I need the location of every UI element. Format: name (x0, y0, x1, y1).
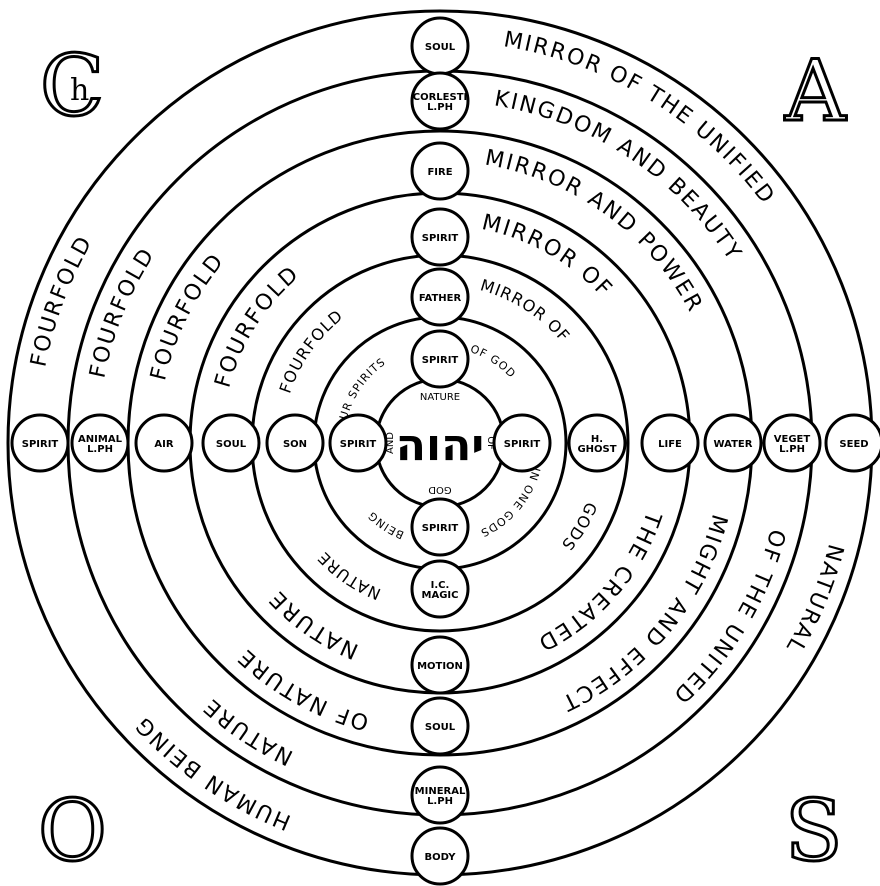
bead-label: SPIRIT (422, 523, 459, 534)
bead-label: MOTION (417, 661, 463, 672)
bead-label: L.PH (427, 796, 453, 807)
arc-label: FOURFOLD (26, 231, 98, 369)
corner-letter-a: A (784, 42, 847, 140)
arc-label: BEING (365, 509, 406, 542)
arc-label: GODS (557, 500, 600, 555)
arc-labels-lower-right: NATURAL OF THE UNITED MIGHT AND EFFECT T… (478, 466, 848, 716)
bead-label: SOUL (425, 42, 456, 53)
arc-label: NATURE (198, 692, 297, 769)
bead-label: MAGIC (422, 590, 459, 601)
center-bottom-label: GOD (428, 484, 452, 495)
bead-label: BODY (425, 852, 457, 863)
arc-label: FOURFOLD (85, 243, 160, 380)
corner-letter-s: S (785, 782, 843, 880)
arc-label: FOURFOLD (276, 306, 347, 396)
bead-label: LIFE (658, 439, 682, 450)
bead-label: FIRE (427, 167, 452, 178)
arc-label: OF GOD (469, 342, 519, 381)
arc-labels-upper-left: FOURFOLD FOURFOLD FOURFOLD FOURFOLD FOUR… (26, 231, 388, 437)
bead-label: SPIRIT (340, 439, 377, 450)
arc-label: NATURAL (780, 541, 848, 658)
bead-label: GHOST (577, 444, 616, 455)
bead-label: WATER (714, 439, 753, 450)
arc-labels-lower-left: HUMAN BEING NATURE OF NATURE NATURE NATU… (130, 509, 406, 835)
corner-letter-o: O (38, 782, 107, 880)
bead-label: SPIRIT (22, 439, 59, 450)
bead-label: SPIRIT (504, 439, 541, 450)
center-disc: NATURE GOD AND OF יהוה (385, 392, 496, 495)
bead-label: AIR (154, 439, 173, 450)
arc-label: OF THE UNITED (667, 526, 790, 708)
tetragrammaton-glyph: יהוה (396, 420, 485, 471)
bead-label: L.PH (427, 102, 453, 113)
bead-label: L.PH (87, 444, 113, 455)
bead-label: L.PH (779, 444, 805, 455)
arc-label: MIRROR OF (478, 275, 574, 345)
bead-label: FATHER (419, 293, 462, 304)
bead-label: SEED (839, 439, 868, 450)
bead-label: SPIRIT (422, 355, 459, 366)
corner-letter-h: h (70, 73, 89, 108)
arc-label: NATURE (313, 548, 383, 604)
bead-label: SOUL (425, 722, 456, 733)
arc-label: NATURE (264, 585, 362, 664)
bead-label: SON (283, 439, 307, 450)
bead-label: SPIRIT (422, 233, 459, 244)
bead-label: SOUL (216, 439, 247, 450)
center-top-label: NATURE (420, 392, 460, 403)
